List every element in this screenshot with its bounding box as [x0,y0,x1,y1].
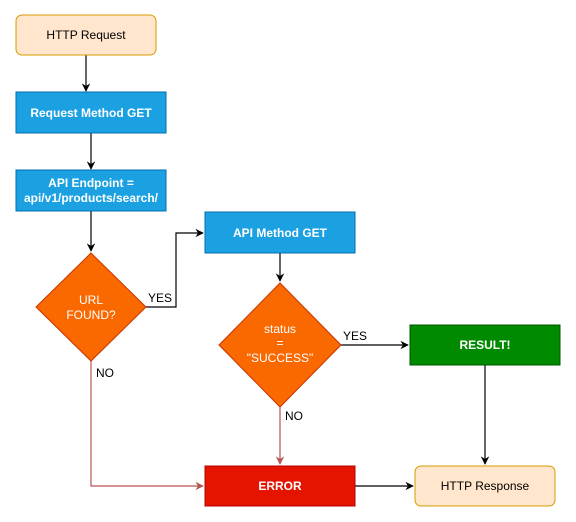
url-no-label: NO [96,366,114,380]
status-no-label: NO [285,409,303,423]
http-request-shape [15,14,157,56]
result-shape [409,324,561,366]
request-method-node: Request Method GET [15,91,167,134]
api-method-label: API Method GET [233,226,328,240]
url-found-decision: URL FOUND? [35,252,147,362]
url-found-shape [35,252,147,362]
status-decision: status = "SUCCESS" [218,282,342,408]
http-response-shape [414,465,556,507]
request-method-label: Request Method GET [30,106,152,120]
http-response-label: HTTP Response [441,479,530,493]
result-node: RESULT! [409,324,561,366]
api-endpoint-shape [15,169,167,212]
status-yes-label: YES [343,329,367,343]
edge-url-yes-to-api-method [146,228,204,308]
status-shape [218,282,342,408]
status-label-line2: = [276,336,283,350]
error-shape [204,465,356,507]
url-yes-label: YES [148,291,172,305]
status-label-line3: "SUCCESS" [247,351,314,365]
edges [81,55,490,491]
api-endpoint-node: API Endpoint = api/v1/products/search/ [15,169,167,212]
api-method-shape [204,211,356,254]
api-method-node: API Method GET [204,211,356,254]
api-endpoint-label-line2: api/v1/products/search/ [24,191,159,205]
http-request-node: HTTP Request [15,14,157,56]
edge-labels: YES NO YES NO [96,291,367,423]
request-method-shape [15,91,167,134]
edge-url-no-to-error [90,361,204,491]
status-label-line1: status [264,322,296,336]
error-node: ERROR [204,465,356,507]
api-endpoint-label-line1: API Endpoint = [48,176,134,190]
http-request-label: HTTP Request [46,28,126,42]
url-found-label-line1: URL [79,293,103,307]
url-found-label-line2: FOUND? [66,308,116,322]
http-response-node: HTTP Response [414,465,556,507]
error-label: ERROR [258,479,302,493]
result-label: RESULT! [459,338,510,352]
